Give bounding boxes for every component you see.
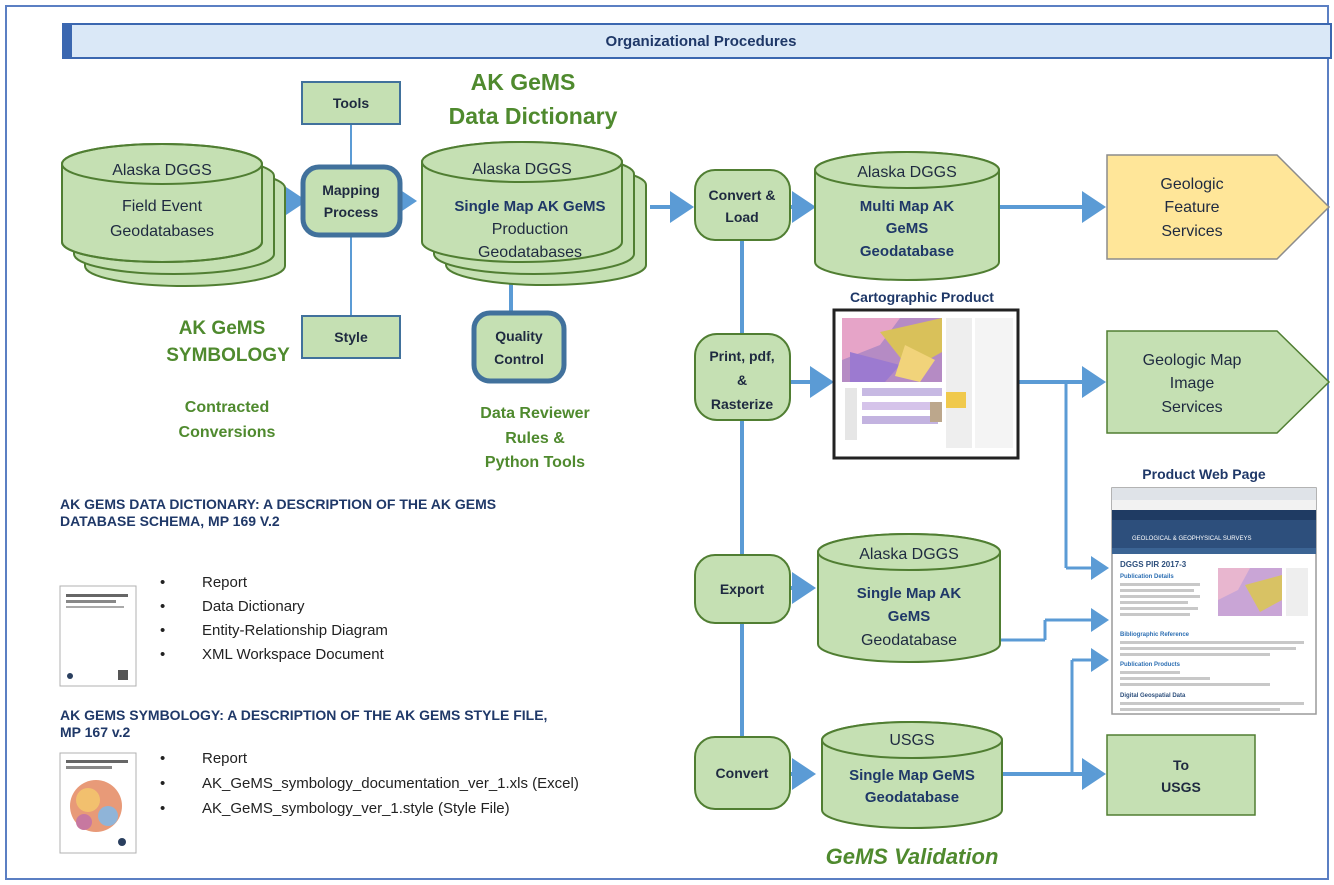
symbology-title-1: AK GeMS bbox=[179, 318, 266, 339]
list-item: XML Workspace Document bbox=[156, 646, 388, 670]
symbology-heading-line-2: MP 167 v.2 bbox=[60, 724, 131, 740]
production-geodatabases-cylinder bbox=[420, 141, 647, 286]
to-usgs-box bbox=[1106, 734, 1256, 816]
to-usgs-label-2: USGS bbox=[1161, 779, 1201, 795]
symbology-title-2: SYMBOLOGY bbox=[166, 345, 290, 366]
export-db-label-2: Single Map AK bbox=[857, 585, 962, 602]
print-label-2: & bbox=[737, 372, 747, 388]
field-db-label-3: Geodatabases bbox=[110, 223, 214, 240]
geologic-feature-services-output bbox=[1106, 154, 1331, 260]
multi-db-label-3: GeMS bbox=[886, 220, 929, 237]
export-box bbox=[694, 554, 791, 624]
web-section-3: Publication Products bbox=[1120, 662, 1181, 668]
quality-control-box bbox=[471, 310, 567, 384]
reviewer-label-3: Python Tools bbox=[485, 454, 585, 471]
convert-label: Convert bbox=[716, 765, 769, 781]
web-section-1: Publication Details bbox=[1120, 574, 1174, 580]
tools-box bbox=[301, 81, 401, 125]
style-label: Style bbox=[334, 329, 368, 345]
list-item: Report bbox=[156, 574, 388, 598]
web-site-name: GEOLOGICAL & GEOPHYSICAL SURVEYS bbox=[1132, 536, 1251, 542]
usgs-db-label-2: Single Map GeMS bbox=[849, 767, 975, 784]
single-map-export-cylinder bbox=[816, 533, 1002, 663]
web-section-4: Digital Geospatial Data bbox=[1120, 693, 1186, 699]
export-db-label-3: GeMS bbox=[888, 608, 931, 625]
usgs-geodatabase-cylinder bbox=[820, 721, 1004, 829]
data-dictionary-report-thumbnail bbox=[59, 585, 137, 687]
cartographic-product-thumbnail bbox=[832, 308, 1020, 460]
to-usgs-label-1: To bbox=[1173, 757, 1189, 773]
export-db-label-1: Alaska DGGS bbox=[859, 546, 959, 563]
contracted-label-2: Conversions bbox=[179, 424, 276, 441]
symbology-list: Report AK_GeMS_symbology_documentation_v… bbox=[156, 750, 579, 825]
convert-load-box bbox=[694, 169, 791, 241]
single-db-label-1: Alaska DGGS bbox=[472, 161, 572, 178]
data-dictionary-heading: AK GEMS DATA DICTIONARY: A DESCRIPTION O… bbox=[60, 496, 496, 530]
usgs-db-label-3: Geodatabase bbox=[865, 789, 959, 806]
image-label-3: Services bbox=[1161, 399, 1222, 416]
symbology-heading-line-1: AK GEMS SYMBOLOGY: A DESCRIPTION OF THE … bbox=[60, 707, 548, 723]
data-dictionary-heading-line-1: AK GEMS DATA DICTIONARY: A DESCRIPTION O… bbox=[60, 496, 497, 512]
multi-db-label-2: Multi Map AK bbox=[860, 198, 955, 215]
data-dictionary-list: Report Data Dictionary Entity-Relationsh… bbox=[156, 574, 388, 670]
print-pdf-rasterize-box bbox=[694, 333, 791, 421]
web-section-2: Bibliographic Reference bbox=[1120, 632, 1190, 638]
print-label-1: Print, pdf, bbox=[709, 348, 774, 364]
page-title-banner: Organizational Procedures bbox=[62, 23, 1332, 59]
convert-load-label-2: Load bbox=[725, 209, 758, 225]
product-web-page-thumbnail: GEOLOGICAL & GEOPHYSICAL SURVEYS DGGS PI… bbox=[1111, 487, 1317, 715]
mapping-label-2: Process bbox=[324, 204, 379, 220]
product-web-page-label: Product Web Page bbox=[1142, 466, 1266, 482]
tools-label: Tools bbox=[333, 95, 370, 111]
web-page-title: DGGS PIR 2017-3 bbox=[1120, 560, 1187, 569]
mapping-process-box bbox=[300, 164, 403, 238]
list-item: AK_GeMS_symbology_documentation_ver_1.xl… bbox=[156, 775, 579, 800]
feature-label-1: Geologic bbox=[1160, 176, 1223, 193]
print-label-3: Rasterize bbox=[711, 396, 773, 412]
quality-label-2: Control bbox=[494, 351, 544, 367]
field-db-label-2: Field Event bbox=[122, 198, 203, 215]
field-event-geodatabases-cylinder bbox=[60, 143, 286, 287]
list-item: Entity-Relationship Diagram bbox=[156, 622, 388, 646]
multi-db-label-4: Geodatabase bbox=[860, 243, 954, 260]
export-db-label-4: Geodatabase bbox=[861, 632, 957, 649]
single-db-label-2: Single Map AK GeMS bbox=[454, 198, 605, 215]
reviewer-label-2: Rules & bbox=[505, 430, 565, 447]
image-label-2: Image bbox=[1170, 375, 1215, 392]
cartographic-product-label: Cartographic Product bbox=[850, 289, 994, 305]
field-db-label-1: Alaska DGGS bbox=[112, 162, 212, 179]
list-item: Report bbox=[156, 750, 579, 775]
diagram-frame bbox=[5, 5, 1329, 880]
multi-map-geodatabase-cylinder bbox=[813, 151, 1001, 281]
style-box bbox=[301, 315, 401, 359]
list-item: AK_GeMS_symbology_ver_1.style (Style Fil… bbox=[156, 800, 579, 825]
export-label: Export bbox=[720, 581, 765, 597]
symbology-report-thumbnail bbox=[59, 752, 137, 854]
reviewer-label-1: Data Reviewer bbox=[480, 405, 589, 422]
data-dictionary-title-1: AK GeMS bbox=[471, 69, 576, 95]
usgs-db-label-1: USGS bbox=[889, 732, 934, 749]
convert-box bbox=[694, 736, 791, 810]
multi-db-label-1: Alaska DGGS bbox=[857, 164, 957, 181]
data-dictionary-heading-line-2: DATABASE SCHEMA, MP 169 V.2 bbox=[60, 513, 280, 529]
convert-load-label-1: Convert & bbox=[709, 187, 776, 203]
quality-label-1: Quality bbox=[495, 328, 543, 344]
list-item: Data Dictionary bbox=[156, 598, 388, 622]
symbology-heading: AK GEMS SYMBOLOGY: A DESCRIPTION OF THE … bbox=[60, 707, 547, 741]
single-db-label-4: Geodatabases bbox=[478, 244, 582, 261]
single-db-label-3: Production bbox=[492, 221, 569, 238]
contracted-label-1: Contracted bbox=[185, 399, 269, 416]
image-label-1: Geologic Map bbox=[1143, 352, 1242, 369]
gems-validation-label: GeMS Validation bbox=[826, 844, 999, 869]
geologic-map-image-services-output bbox=[1106, 330, 1331, 434]
feature-label-2: Feature bbox=[1164, 199, 1219, 216]
data-dictionary-title-2: Data Dictionary bbox=[449, 103, 618, 129]
connectors bbox=[283, 122, 1109, 790]
mapping-label-1: Mapping bbox=[322, 182, 380, 198]
feature-label-3: Services bbox=[1161, 223, 1222, 240]
